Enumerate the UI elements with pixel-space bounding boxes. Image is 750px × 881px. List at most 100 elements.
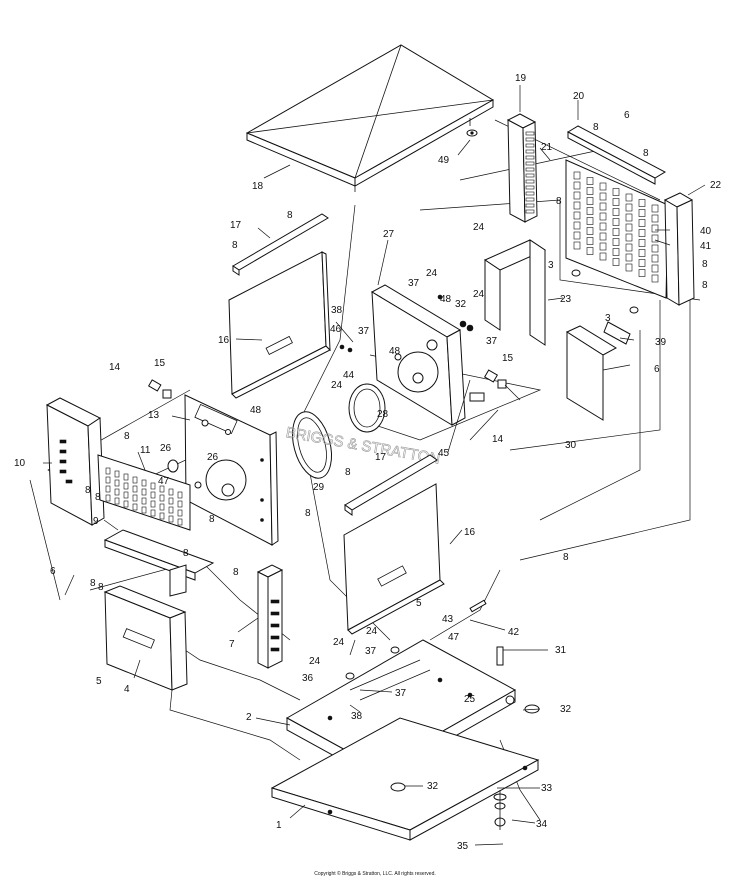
callout-15: 15: [502, 353, 514, 364]
grille-slot: [625, 213, 633, 222]
foot-49: [466, 129, 478, 137]
callout-6: 6: [654, 364, 660, 375]
grille-slot: [159, 503, 165, 511]
grille-slot: [599, 192, 607, 201]
grille-slot: [114, 488, 120, 496]
grille-slot: [132, 476, 138, 484]
callout-16: 16: [464, 527, 476, 538]
grille-slot: [638, 219, 646, 227]
callout-48: 48: [250, 405, 262, 416]
grille-slot: [150, 500, 156, 508]
grille-slot: [132, 485, 138, 493]
front-grille-11: [97, 454, 191, 531]
callout-38: 38: [331, 305, 343, 316]
grille-slot: [586, 247, 594, 255]
grille-slot: [612, 248, 620, 256]
callout-8: 8: [702, 280, 708, 291]
callout-35: 35: [457, 841, 469, 852]
column-slot: [525, 191, 535, 196]
callout-8: 8: [305, 508, 311, 519]
grille-slot: [150, 482, 156, 490]
callout-38: 38: [351, 711, 363, 722]
callout-22: 22: [710, 180, 722, 191]
column-slot: [525, 155, 535, 160]
callout-8: 8: [232, 240, 238, 251]
grille-slot: [612, 188, 620, 196]
callout-1: 1: [276, 820, 282, 831]
callout-37: 37: [365, 646, 377, 657]
grille-slot: [599, 222, 607, 231]
callout-30: 30: [565, 440, 577, 451]
column-slot: [525, 197, 535, 202]
grille-slot: [573, 191, 581, 200]
grille-slot: [638, 259, 646, 267]
grille-slot: [638, 269, 646, 277]
grille-slot: [638, 199, 646, 207]
grille-slot: [586, 187, 594, 195]
grille-slot: [625, 193, 633, 202]
callout-5: 5: [96, 676, 102, 687]
grille-slot: [651, 274, 659, 283]
grille-slot: [625, 253, 633, 262]
grille-slot: [612, 258, 620, 266]
column-slot: [525, 203, 535, 208]
grille-slot: [168, 506, 174, 514]
grille-slot: [573, 211, 581, 220]
callout-21: 21: [541, 142, 553, 153]
front-panel-13: [184, 394, 279, 546]
grille-slot: [573, 221, 581, 230]
callout-4: 4: [124, 684, 130, 695]
callout-46: 46: [330, 324, 342, 335]
callout-48: 48: [389, 346, 401, 357]
column-slot: [525, 167, 535, 172]
callout-11: 11: [140, 445, 151, 456]
grille-slot: [573, 231, 581, 240]
grille-slot: [150, 491, 156, 499]
callout-37: 37: [358, 326, 370, 337]
callout-26: 26: [207, 452, 219, 463]
callout-3: 3: [605, 313, 611, 324]
grille-slot: [177, 491, 183, 499]
grille-slot: [586, 197, 594, 205]
strap-42: [469, 599, 487, 613]
callout-34: 34: [536, 819, 548, 830]
grille-slot: [599, 252, 607, 261]
grille-slot: [599, 232, 607, 241]
grille-slot: [159, 512, 165, 520]
callout-leaders: [43, 85, 706, 846]
rear-grille-21: [565, 159, 669, 299]
callout-24: 24: [309, 656, 321, 667]
callout-28: 28: [377, 409, 389, 420]
gasket-29: [292, 411, 332, 479]
callout-37: 37: [395, 688, 407, 699]
grille-slot: [651, 244, 659, 253]
grille-slot: [159, 494, 165, 502]
callout-5: 5: [416, 598, 422, 609]
callout-23: 23: [560, 294, 572, 305]
callout-24: 24: [333, 637, 345, 648]
callout-6: 6: [50, 566, 56, 577]
callout-17: 17: [230, 220, 242, 231]
callout-20: 20: [573, 91, 585, 102]
fitting-15-right: [483, 369, 499, 383]
callout-9: 9: [93, 516, 99, 527]
callout-32: 32: [560, 704, 572, 715]
grille-slot: [573, 241, 581, 250]
callout-47: 47: [158, 476, 170, 487]
callout-8: 8: [643, 148, 649, 159]
callout-24: 24: [473, 289, 485, 300]
grille-slot: [651, 214, 659, 223]
rear-column-19: [506, 113, 538, 223]
right-column-22: [663, 192, 695, 306]
grille-slot: [612, 198, 620, 206]
grille-slot: [651, 254, 659, 263]
column-slot: [525, 173, 535, 178]
column-slot: [525, 131, 535, 136]
callout-8: 8: [95, 492, 101, 503]
callout-labels: 1 2 3 3 4 5 5 6 6 6 7 8 8 8 8 8 8 8 8 8 …: [14, 73, 722, 852]
callout-8: 8: [90, 578, 96, 589]
grille-slot: [586, 217, 594, 225]
column-slot: [525, 161, 535, 166]
callout-8: 8: [593, 122, 599, 133]
grille-slot: [177, 518, 183, 526]
